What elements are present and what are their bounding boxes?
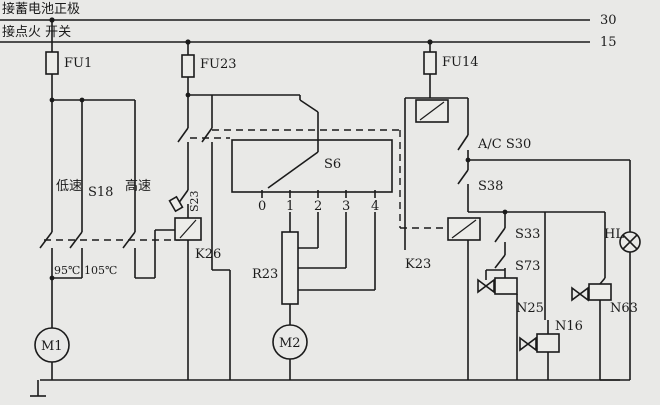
valve-n63-icon: [571, 286, 589, 302]
solenoid-n16-coil: [536, 333, 560, 353]
fan-low-speed-label: 低速: [56, 179, 82, 194]
fan-circuit: FU1 低速 S18 高速 95℃ 105℃ M1: [30, 20, 620, 397]
fuse-fu1-symbol: [45, 51, 59, 75]
switch-s6-box: [231, 139, 393, 193]
solenoid-n63-coil: [588, 283, 612, 301]
thermal-element-icon: [168, 195, 184, 213]
rail-30-label: 30: [600, 13, 617, 28]
lamp-hl-label: HL: [604, 227, 624, 242]
switch-s38-label: S38: [478, 179, 503, 194]
switch-s33-label: S33: [515, 227, 540, 242]
k26-relay-circuit: FU23 S23 K26: [168, 42, 300, 380]
position-3-label: 3: [342, 199, 350, 214]
switch-ac-s30-label: A/C S30: [477, 137, 531, 152]
switch-s6-label: S6: [324, 157, 341, 172]
valve-n25-label: N25: [516, 301, 544, 316]
position-1-label: 1: [286, 199, 294, 214]
valve-n16-icon: [519, 336, 537, 352]
position-4-label: 4: [371, 199, 379, 214]
relay-k26-label: K26: [195, 247, 221, 262]
relay-k23-label: K23: [405, 257, 431, 272]
valve-n16-label: N16: [555, 319, 583, 334]
fuse-fu14-label: FU14: [442, 55, 479, 70]
valve-n25-icon: [477, 278, 495, 294]
fuse-fu23-symbol: [181, 54, 195, 78]
power-rails: 接蓄电池正极 接点火 开关 30 15: [0, 1, 617, 50]
temp-105-label: 105℃: [84, 264, 117, 277]
ac-circuit: FU14 A/C S30 S38 K23 S33 S73: [400, 42, 641, 381]
valve-n63-label: N63: [610, 301, 638, 316]
position-2-label: 2: [314, 199, 322, 214]
position-0-label: 0: [258, 199, 266, 214]
fuse-fu23-label: FU23: [200, 57, 237, 72]
resistor-r23-label: R23: [252, 267, 278, 282]
fuse-fu14-symbol: [423, 51, 437, 75]
temp-95-label: 95℃: [54, 264, 80, 277]
switch-s73-label: S73: [515, 259, 540, 274]
motor-m1-label: M1: [41, 339, 63, 354]
resistor-r23-symbol: [281, 231, 299, 305]
fuse-fu1-label: FU1: [64, 56, 92, 71]
rail-15-label: 15: [600, 35, 617, 50]
switch-s18-label: S18: [88, 185, 113, 200]
blower-positions: 0 1 2 3 4: [258, 190, 379, 214]
battery-positive-label: 接蓄电池正极: [2, 1, 80, 17]
solenoid-n25-coil: [494, 277, 518, 295]
switch-s23-label: S23: [188, 190, 201, 212]
motor-m2-label: M2: [279, 336, 301, 351]
fan-high-speed-label: 高速: [125, 178, 151, 194]
ignition-switch-label: 接点火 开关: [2, 24, 71, 40]
blower-circuit: S6 0 1 2 3 4 R23 M2: [190, 95, 401, 380]
